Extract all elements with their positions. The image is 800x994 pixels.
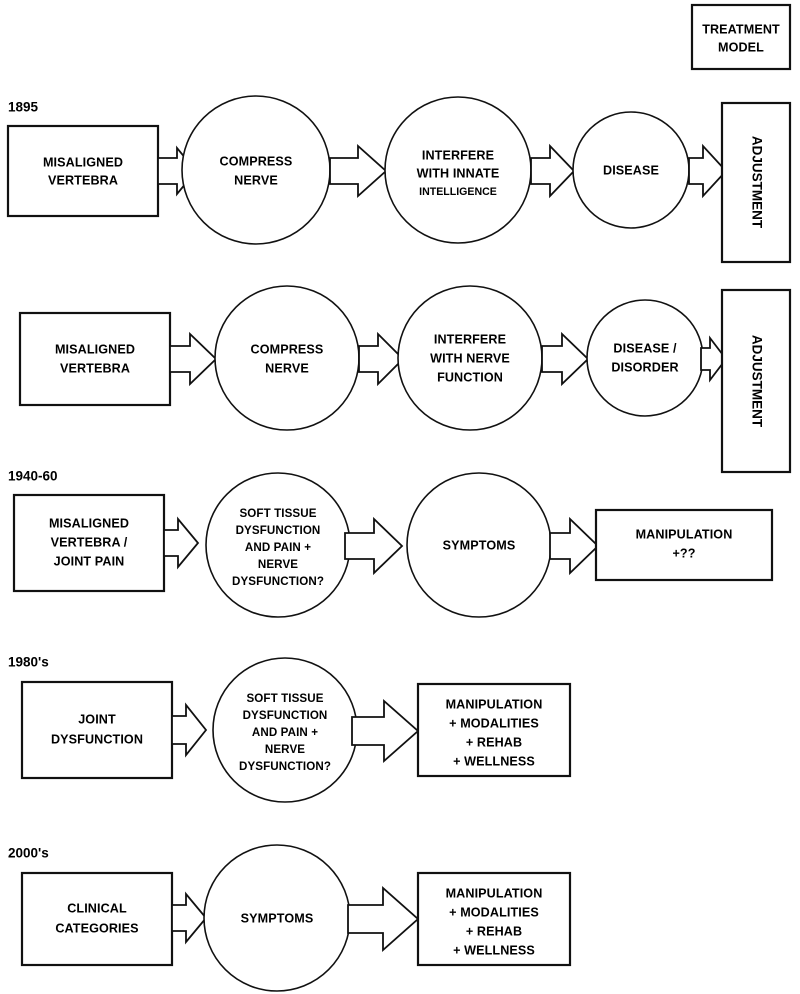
arrow-1940-1 bbox=[163, 516, 200, 570]
node-1895-compress-nerve-line-2: NERVE bbox=[234, 173, 278, 187]
source-box-2000-line-2: CATEGORIES bbox=[55, 921, 138, 935]
arrow-row2-1 bbox=[169, 331, 218, 387]
node-1980-soft-tissue-line-2: DYSFUNCTION bbox=[243, 709, 328, 722]
treatment-box-1980 bbox=[416, 682, 572, 778]
node-row2-disease-line-1: DISEASE / bbox=[613, 341, 677, 355]
era-label-1895: 1895 bbox=[8, 100, 39, 115]
treatment-box-1940 bbox=[594, 508, 774, 582]
arrow-2000-2 bbox=[347, 886, 420, 952]
node-1895-compress-nerve-line-1: COMPRESS bbox=[220, 154, 293, 168]
arrow-1980-2 bbox=[351, 699, 420, 763]
row-1940-60: 1940-60 MISALIGNED VERTEBRA / JOINT PAIN… bbox=[8, 469, 774, 618]
node-row2-compress-nerve-line-1: COMPRESS bbox=[251, 342, 324, 356]
source-box-1895-line-2: VERTEBRA bbox=[48, 173, 118, 187]
row-2: MISALIGNED VERTEBRA COMPRESS NERVE INTER… bbox=[18, 285, 792, 474]
source-box-1940-line-2: VERTEBRA / bbox=[51, 535, 128, 549]
node-1940-soft-tissue-line-2: DYSFUNCTION bbox=[236, 524, 321, 537]
treatment-box-1940-line-1: MANIPULATION bbox=[636, 527, 733, 541]
arrow-1980-1 bbox=[171, 702, 208, 758]
node-row2-compress-nerve bbox=[214, 285, 360, 431]
source-box-1940-line-3: JOINT PAIN bbox=[54, 554, 125, 568]
arrow-2000-1 bbox=[171, 891, 208, 945]
node-1895-disease-line-1: DISEASE bbox=[603, 163, 659, 177]
treatment-box-1980-line-2: + MODALITIES bbox=[449, 716, 539, 730]
source-box-1940 bbox=[12, 493, 166, 593]
legend-treatment-model: TREATMENT MODEL bbox=[690, 3, 792, 71]
node-1895-compress-nerve bbox=[181, 95, 331, 245]
arrow-1940-3 bbox=[549, 516, 600, 576]
arrow-row2-2 bbox=[358, 331, 405, 387]
treatment-box-row2 bbox=[720, 288, 792, 474]
node-1980-soft-tissue-line-5: DYSFUNCTION? bbox=[239, 760, 331, 773]
treatment-box-2000-line-2: + MODALITIES bbox=[449, 905, 539, 919]
node-row2-disease-disorder bbox=[586, 299, 704, 417]
legend-line-1: TREATMENT bbox=[702, 22, 780, 36]
legend-box bbox=[690, 3, 792, 71]
treatment-box-2000 bbox=[416, 871, 572, 967]
source-box-row2 bbox=[18, 311, 172, 407]
node-1895-interfere-line-1: INTERFERE bbox=[422, 148, 494, 162]
node-1940-soft-tissue-line-1: SOFT TISSUE bbox=[239, 507, 316, 520]
treatment-box-1895 bbox=[720, 101, 792, 264]
source-box-row2-line-2: VERTEBRA bbox=[60, 361, 130, 375]
source-box-2000 bbox=[20, 871, 174, 967]
node-row2-interfere-line-1: INTERFERE bbox=[434, 332, 506, 346]
source-box-1980-line-2: DYSFUNCTION bbox=[51, 732, 143, 746]
node-2000-symptoms-line-1: SYMPTOMS bbox=[241, 911, 314, 925]
arrow-row2-3 bbox=[541, 331, 590, 387]
treatment-box-2000-line-4: + WELLNESS bbox=[453, 943, 535, 957]
legend-line-2: MODEL bbox=[718, 40, 764, 54]
node-1940-soft-tissue-line-3: AND PAIN + bbox=[245, 541, 311, 554]
node-1940-soft-tissue-line-4: NERVE bbox=[258, 558, 298, 571]
node-1980-soft-tissue-line-1: SOFT TISSUE bbox=[246, 692, 323, 705]
node-row2-interfere-line-2: WITH NERVE bbox=[430, 351, 510, 365]
source-box-1980-line-1: JOINT bbox=[78, 712, 116, 726]
source-box-row2-line-1: MISALIGNED bbox=[55, 342, 135, 356]
node-1980-soft-tissue-line-4: NERVE bbox=[265, 743, 305, 756]
treatment-box-2000-line-3: + REHAB bbox=[466, 924, 522, 938]
source-box-1895 bbox=[6, 124, 160, 218]
row-1895: 1895 MISALIGNED VERTEBRA COMPRESS NERVE … bbox=[6, 95, 792, 264]
treatment-box-1980-line-3: + REHAB bbox=[466, 735, 522, 749]
arrow-1895-4 bbox=[688, 143, 728, 199]
treatment-box-1980-line-1: MANIPULATION bbox=[446, 697, 543, 711]
era-label-2000s: 2000's bbox=[8, 846, 49, 861]
node-1940-soft-tissue-line-5: DYSFUNCTION? bbox=[232, 575, 324, 588]
treatment-box-2000-line-1: MANIPULATION bbox=[446, 886, 543, 900]
treatment-box-1940-line-2: +?? bbox=[672, 546, 695, 560]
treatment-label-1895: ADJUSTMENT bbox=[749, 136, 764, 229]
era-label-1940-60: 1940-60 bbox=[8, 469, 58, 484]
row-2000s: 2000's CLINICAL CATEGORIES SYMPTOMS MANI… bbox=[8, 844, 572, 992]
source-box-2000-line-1: CLINICAL bbox=[67, 901, 127, 915]
node-1895-interfere-line-2: WITH INNATE bbox=[417, 166, 500, 180]
source-box-1895-line-1: MISALIGNED bbox=[43, 155, 123, 169]
arrow-row2-4 bbox=[700, 335, 728, 383]
source-box-1940-line-1: MISALIGNED bbox=[49, 516, 129, 530]
arrow-1940-2 bbox=[344, 516, 404, 576]
node-1895-interfere-line-3: INTELLIGENCE bbox=[419, 186, 497, 198]
node-row2-disease-line-2: DISORDER bbox=[611, 360, 678, 374]
era-label-1980s: 1980's bbox=[8, 655, 49, 670]
source-box-1980 bbox=[20, 680, 174, 780]
arrow-1895-2 bbox=[329, 143, 388, 199]
node-1940-symptoms-line-1: SYMPTOMS bbox=[443, 538, 516, 552]
treatment-label-row2: ADJUSTMENT bbox=[749, 335, 764, 428]
row-1980s: 1980's JOINT DYSFUNCTION SOFT TISSUE DYS… bbox=[8, 655, 572, 803]
node-1980-soft-tissue-line-3: AND PAIN + bbox=[252, 726, 318, 739]
node-row2-compress-nerve-line-2: NERVE bbox=[265, 361, 309, 375]
arrow-1895-3 bbox=[530, 143, 576, 199]
treatment-box-1980-line-4: + WELLNESS bbox=[453, 754, 535, 768]
node-row2-interfere-line-3: FUNCTION bbox=[437, 370, 503, 384]
